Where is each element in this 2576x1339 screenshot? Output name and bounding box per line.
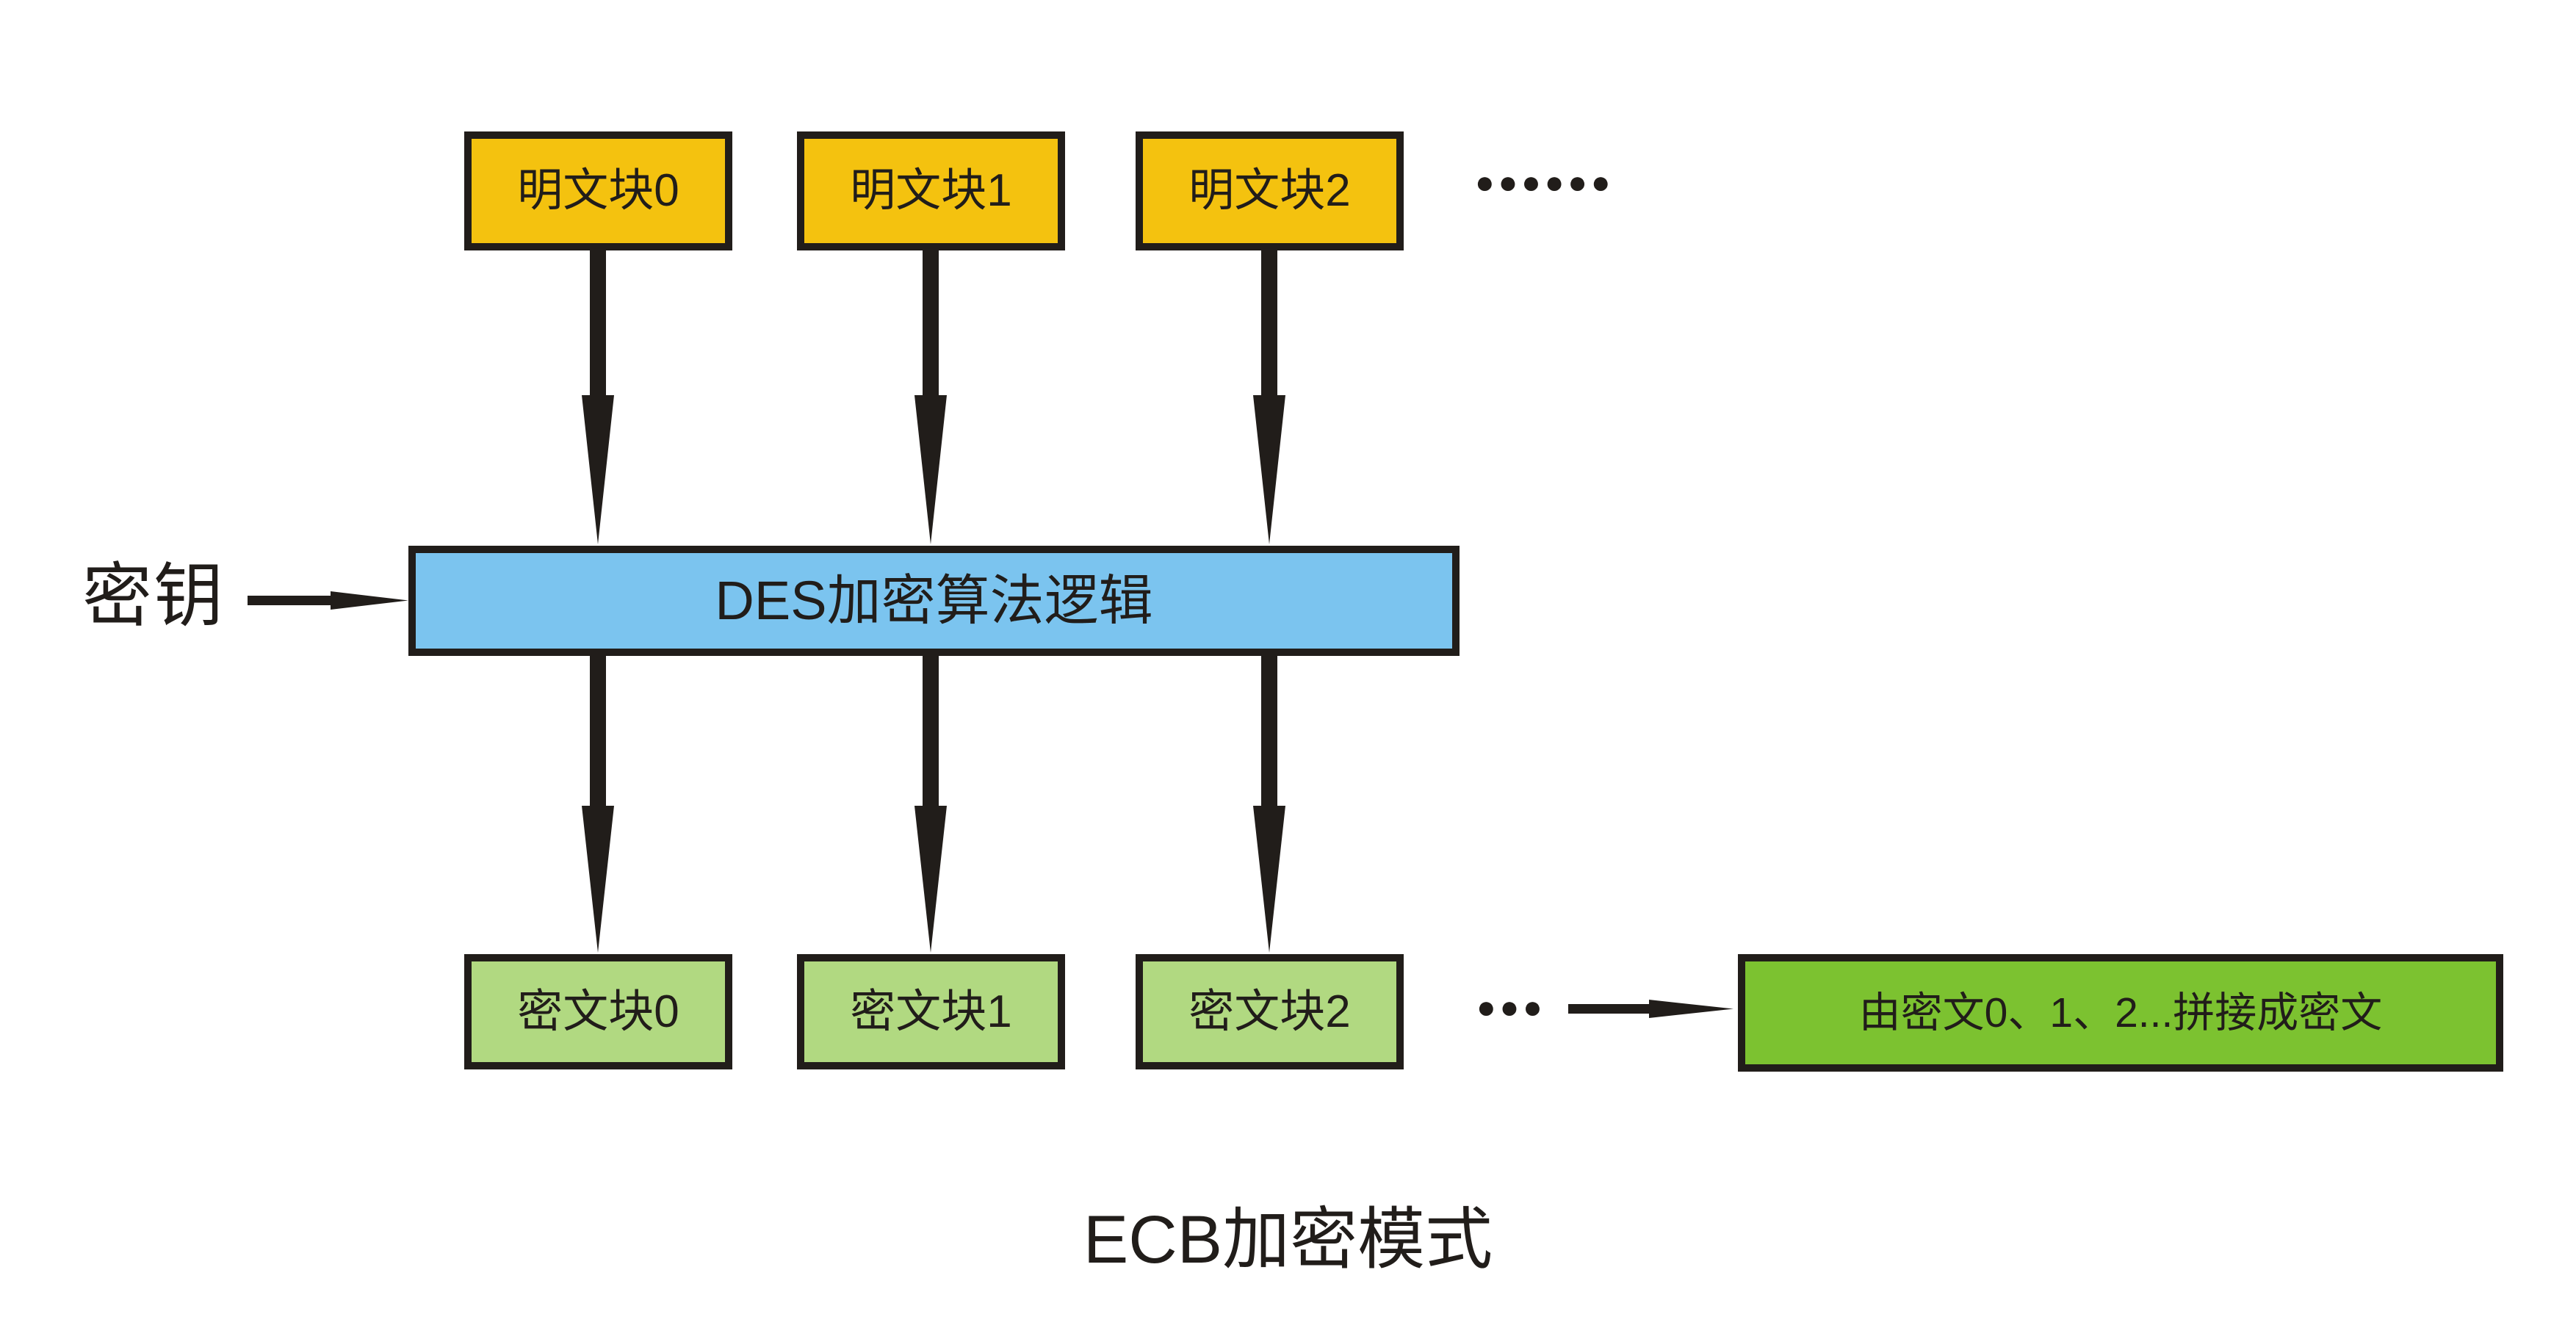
plaintext-block-2: 明文块2 <box>1136 131 1404 250</box>
ciphertext-block-1-label: 密文块1 <box>850 986 1012 1037</box>
key-arrow <box>248 591 408 610</box>
plaintext-block-0-label: 明文块0 <box>517 165 679 216</box>
plaintext-block-1-label: 明文块1 <box>850 165 1012 216</box>
ciphertext-block-0: 密文块0 <box>464 954 732 1069</box>
ellipsis-bottom: ●●● <box>1476 989 1546 1025</box>
down-arrow-plaintext-1 <box>914 250 947 544</box>
ciphertext-block-0-label: 密文块0 <box>517 986 679 1037</box>
ciphertext-block-2-label: 密文块2 <box>1188 986 1351 1037</box>
des-algorithm-label: DES加密算法逻辑 <box>715 570 1153 631</box>
ciphertext-block-1: 密文块1 <box>797 954 1065 1069</box>
plaintext-block-2-label: 明文块2 <box>1188 165 1351 216</box>
des-algorithm-box: DES加密算法逻辑 <box>408 546 1460 656</box>
diagram-title: ECB加密模式 <box>1083 1202 1493 1277</box>
down-arrow-plaintext-0 <box>582 250 614 544</box>
down-arrow-ciphertext-0 <box>582 654 614 953</box>
down-arrow-plaintext-2 <box>1253 250 1285 544</box>
ellipsis-top: ●●●●●● <box>1475 165 1614 201</box>
down-arrow-ciphertext-2 <box>1253 654 1285 953</box>
down-arrow-ciphertext-1 <box>914 654 947 953</box>
concat-arrow <box>1568 1000 1733 1018</box>
key-label: 密钥 <box>82 557 226 635</box>
concat-ciphertext-label: 由密文0、1、2...拼接成密文 <box>1858 989 2383 1036</box>
ciphertext-block-2: 密文块2 <box>1136 954 1404 1069</box>
concat-ciphertext-box: 由密文0、1、2...拼接成密文 <box>1738 954 2503 1072</box>
plaintext-block-0: 明文块0 <box>464 131 732 250</box>
plaintext-block-1: 明文块1 <box>797 131 1065 250</box>
